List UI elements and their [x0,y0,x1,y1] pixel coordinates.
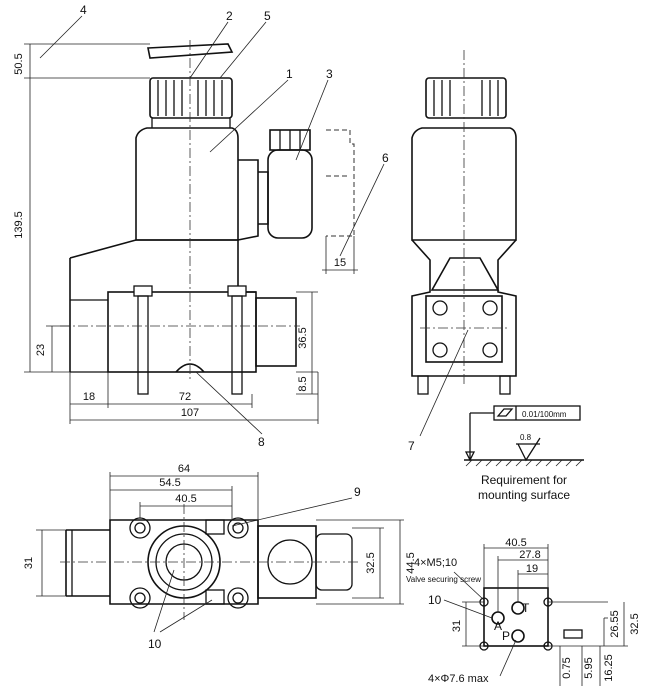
dim-54-5: 54.5 [159,477,180,489]
mounting-note-1: Requirement for [481,473,567,487]
dim-64: 64 [178,463,190,475]
mounting-note-2: mounting surface [478,488,570,502]
manual-knob [147,43,234,59]
screw-note: Valve securing screw [406,575,481,584]
port-p-label: P [502,629,510,643]
dim-m32-5: 32.5 [629,613,641,634]
side-cover [430,257,500,291]
dim-m16-25: 16.25 [603,654,615,682]
callout-3: 3 [326,67,333,81]
dim-44-5: 44.5 [405,552,417,573]
side-lock-nut [425,77,507,119]
top-left-extension [65,529,110,597]
callout-2: 2 [226,9,233,23]
callout-5: 5 [264,9,271,23]
dim-23: 23 [35,344,47,356]
dim-40-5: 40.5 [175,493,196,505]
coil-housing-side [255,297,297,367]
port-note: 4×Φ7.6 max [428,673,489,685]
lock-nut [149,77,233,119]
roughness-symbol [517,437,541,462]
callout-1: 1 [286,67,293,81]
callout-10-top: 10 [148,637,162,651]
dim-m40-5: 40.5 [505,537,526,549]
dim-139-5: 139.5 [13,211,25,239]
flatness-symbol [496,408,514,417]
mount-outline [483,587,549,647]
dim-50-5: 50.5 [13,53,25,74]
dim-m31: 31 [451,620,463,632]
dim-36-5: 36.5 [297,327,309,348]
dim-31: 31 [23,557,35,569]
side-view: 7 [408,50,517,453]
callout-7: 7 [408,439,415,453]
dim-8-5: 8.5 [297,376,309,391]
dim-72: 72 [179,391,191,403]
dim-18: 18 [83,391,95,403]
bolt-head [227,285,247,297]
flatness-tolerance: 0.01/100mm [522,410,567,419]
plug-connector [267,149,313,239]
bolt-head [133,285,153,297]
connector-body [237,159,259,241]
dim-15: 15 [334,257,346,269]
dim-m26-55: 26.55 [609,610,621,638]
callout-8: 8 [258,435,265,449]
flatness-requirement: 0.01/100mm 0.8 Requirement for mounting … [464,405,584,502]
solenoid-coil [135,127,239,241]
dim-107: 107 [181,407,199,419]
dim-m0-75: 0.75 [561,657,573,678]
valve-body [107,291,257,373]
roughness-value: 0.8 [520,433,532,442]
port-a-label: A [494,619,502,633]
top-view: 64 54.5 40.5 31 32.5 44.5 9 10 [23,463,417,651]
callout-4: 4 [80,3,87,17]
port-t-label: T [522,601,530,615]
thread-note: 4×M5;10 [414,557,457,569]
front-view: 50.5 139.5 23 36.5 8.5 18 72 107 15 4 2 … [13,3,389,449]
callout-9: 9 [354,485,361,499]
dim-m5-95: 5.95 [583,657,595,678]
dim-32-5: 32.5 [365,552,377,573]
mounting-pattern: A T P 40.5 27.8 19 31 26.55 32.5 0.75 5.… [406,537,641,686]
port-P [511,629,525,643]
callout-6: 6 [382,151,389,165]
mount-callout-10: 10 [428,593,442,607]
dim-m19: 19 [526,563,538,575]
dim-m27-8: 27.8 [519,549,540,561]
